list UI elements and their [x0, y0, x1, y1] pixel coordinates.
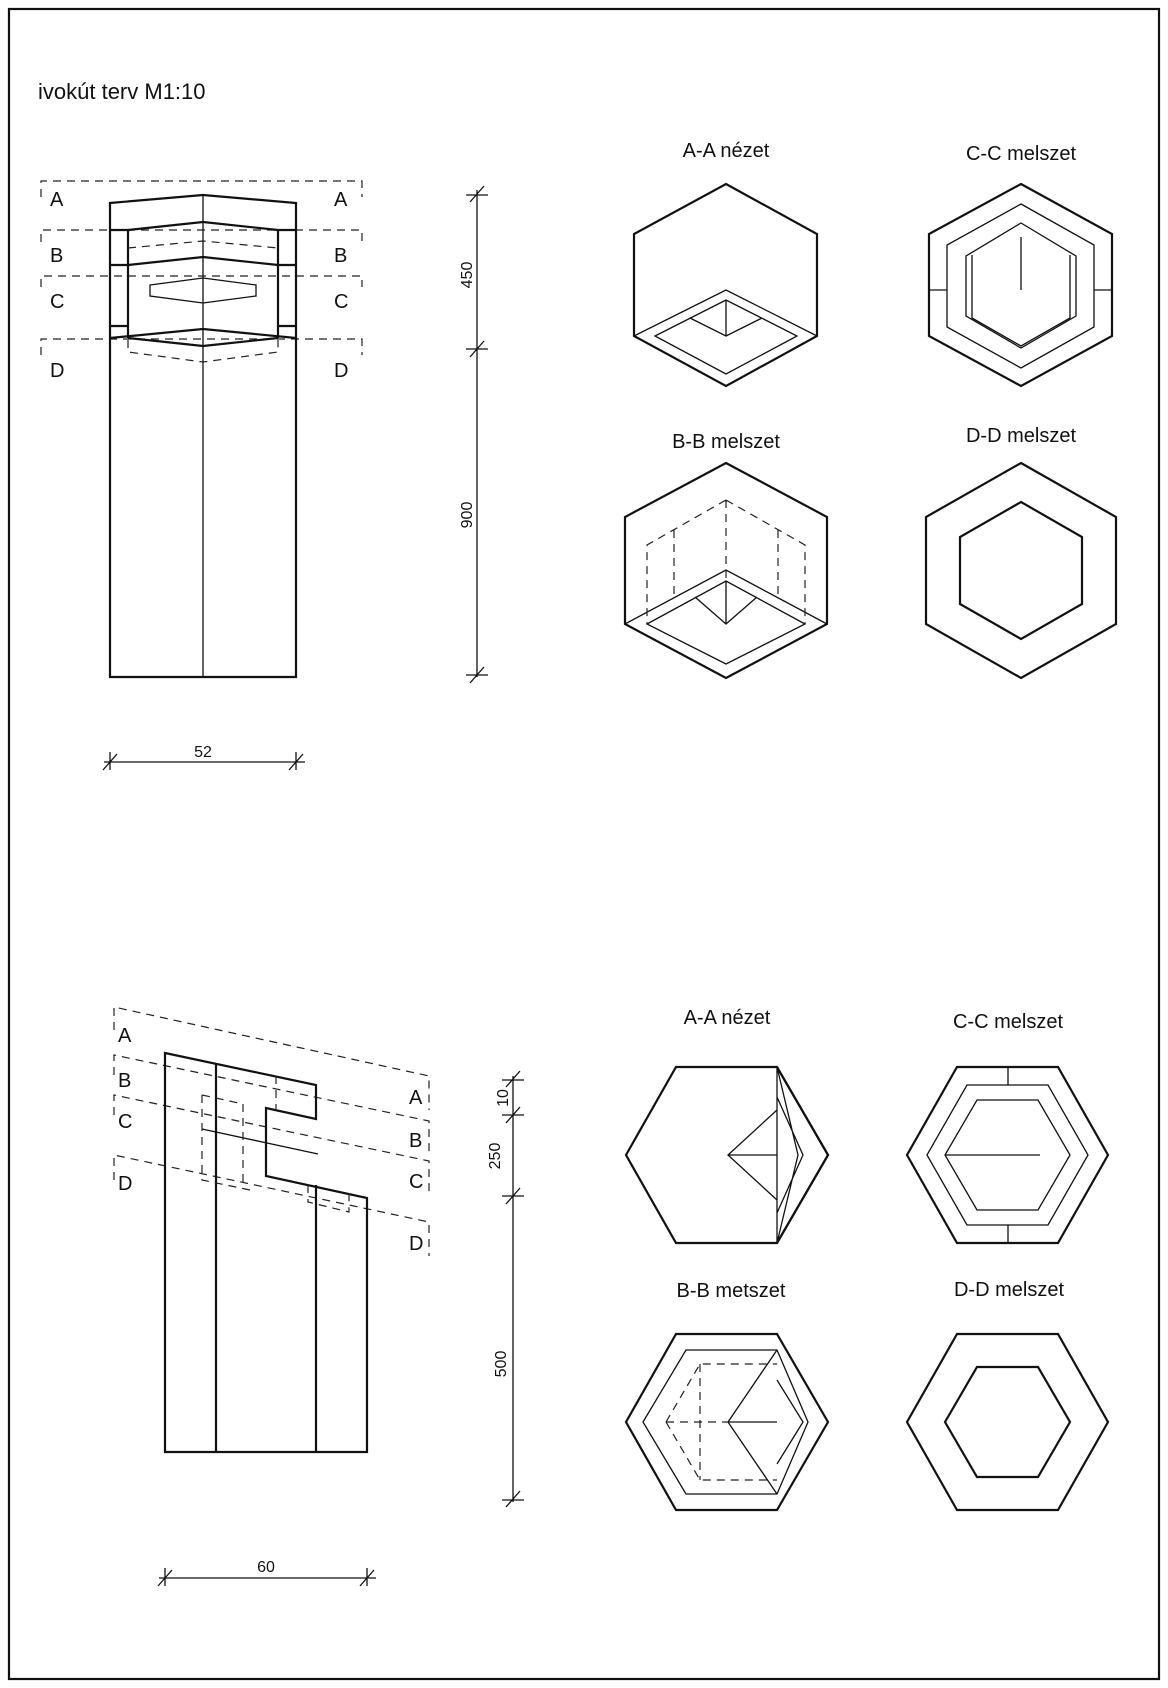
- upper-section-dd: D-D melszet: [924, 425, 1118, 680]
- section-line-b: [113, 1054, 430, 1155]
- lower-section-aa: A-A nézet: [624, 1007, 830, 1245]
- view-title-dd: D-D melszet: [954, 1279, 1064, 1301]
- view-title-aa: A-A nézet: [684, 1007, 771, 1029]
- marker-b-left: B: [118, 1070, 131, 1092]
- lower-width-dimension: 60: [157, 1559, 376, 1587]
- dimension-60: 60: [257, 1559, 275, 1576]
- section-line-a: [40, 180, 363, 197]
- marker-d-right: D: [409, 1233, 423, 1255]
- dimension-450: 450: [459, 262, 476, 289]
- view-title-bb: B-B melszet: [672, 431, 780, 453]
- section-line-b: [40, 229, 363, 242]
- marker-a-left: A: [118, 1025, 132, 1047]
- drawing-frame: [7, 7, 1161, 1681]
- marker-c-left: C: [118, 1111, 132, 1133]
- view-title-dd: D-D melszet: [966, 425, 1076, 447]
- upper-section-cc: C-C melszet: [927, 143, 1114, 388]
- upper-vertical-dimension: 450 900: [459, 185, 488, 684]
- marker-b-right: B: [334, 245, 347, 267]
- marker-c-right: C: [409, 1171, 423, 1193]
- section-line-a: [113, 1006, 430, 1110]
- upper-section-lines: [40, 180, 363, 355]
- upper-front-view: A A B B C C D D: [40, 180, 363, 679]
- view-title-aa: A-A nézet: [683, 140, 770, 162]
- marker-b-left: B: [50, 245, 63, 267]
- view-title-cc: C-C melszet: [953, 1011, 1063, 1033]
- marker-a-right: A: [409, 1087, 423, 1109]
- lower-front-view: A A B B C C D D: [113, 1006, 430, 1454]
- upper-section-aa: A-A nézet: [632, 140, 819, 388]
- section-line-d: [113, 1154, 430, 1256]
- dimension-900: 900: [459, 502, 476, 529]
- dimension-10: 10: [495, 1089, 512, 1107]
- marker-c-left: C: [50, 291, 64, 313]
- upper-section-bb: B-B melszet: [623, 431, 829, 680]
- lower-section-dd: D-D melszet: [905, 1279, 1110, 1512]
- dimension-500: 500: [493, 1351, 510, 1378]
- lower-section-cc: C-C melszet: [905, 1011, 1110, 1245]
- marker-a-left: A: [50, 189, 64, 211]
- marker-a-right: A: [334, 189, 348, 211]
- dimension-250: 250: [487, 1143, 504, 1170]
- marker-c-right: C: [334, 291, 348, 313]
- lower-vertical-dimension: 10 250 500: [487, 1070, 524, 1508]
- lower-section-lines: [113, 1006, 430, 1256]
- view-title-cc: C-C melszet: [966, 143, 1076, 165]
- marker-b-right: B: [409, 1130, 422, 1152]
- lower-section-bb: B-B metszet: [624, 1280, 830, 1512]
- section-line-c: [40, 275, 363, 287]
- view-title-bb: B-B metszet: [677, 1280, 786, 1302]
- marker-d-left: D: [50, 360, 64, 382]
- drawing-title: ivokút terv M1:10: [38, 79, 206, 104]
- dimension-52: 52: [194, 744, 212, 761]
- upper-width-dimension: 52: [102, 744, 305, 771]
- section-line-d: [40, 338, 363, 355]
- marker-d-left: D: [118, 1173, 132, 1195]
- marker-d-right: D: [334, 360, 348, 382]
